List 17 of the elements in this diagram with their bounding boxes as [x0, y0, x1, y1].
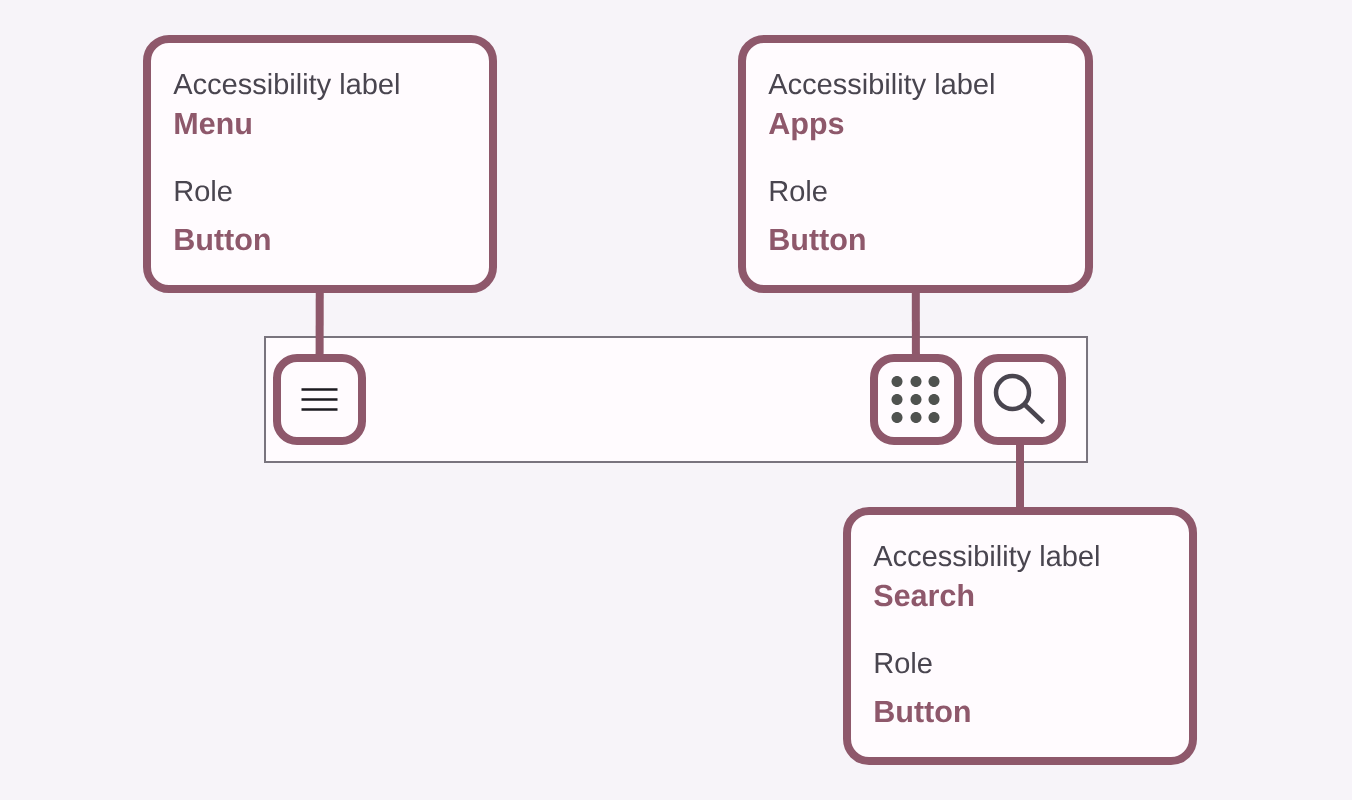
field-value: Button [175, 229, 270, 251]
field-label: Accessibility label [173, 73, 399, 101]
callout-box [843, 507, 1197, 765]
icon-button [273, 354, 366, 445]
field-label: Role [175, 180, 232, 202]
icon-button [974, 354, 1066, 445]
callout-box [143, 35, 497, 293]
field-label: Role [770, 180, 827, 202]
field-value: Search [874, 583, 974, 607]
callout-box [738, 35, 1093, 293]
field-value: Button [770, 229, 865, 251]
field-value: Menu [175, 113, 251, 135]
field-label: Accessibility label [873, 545, 1099, 573]
field-value: Button [875, 701, 970, 723]
field-value: Apps [769, 113, 844, 141]
field-label: Accessibility label [768, 73, 994, 101]
field-label: Role [875, 652, 932, 674]
